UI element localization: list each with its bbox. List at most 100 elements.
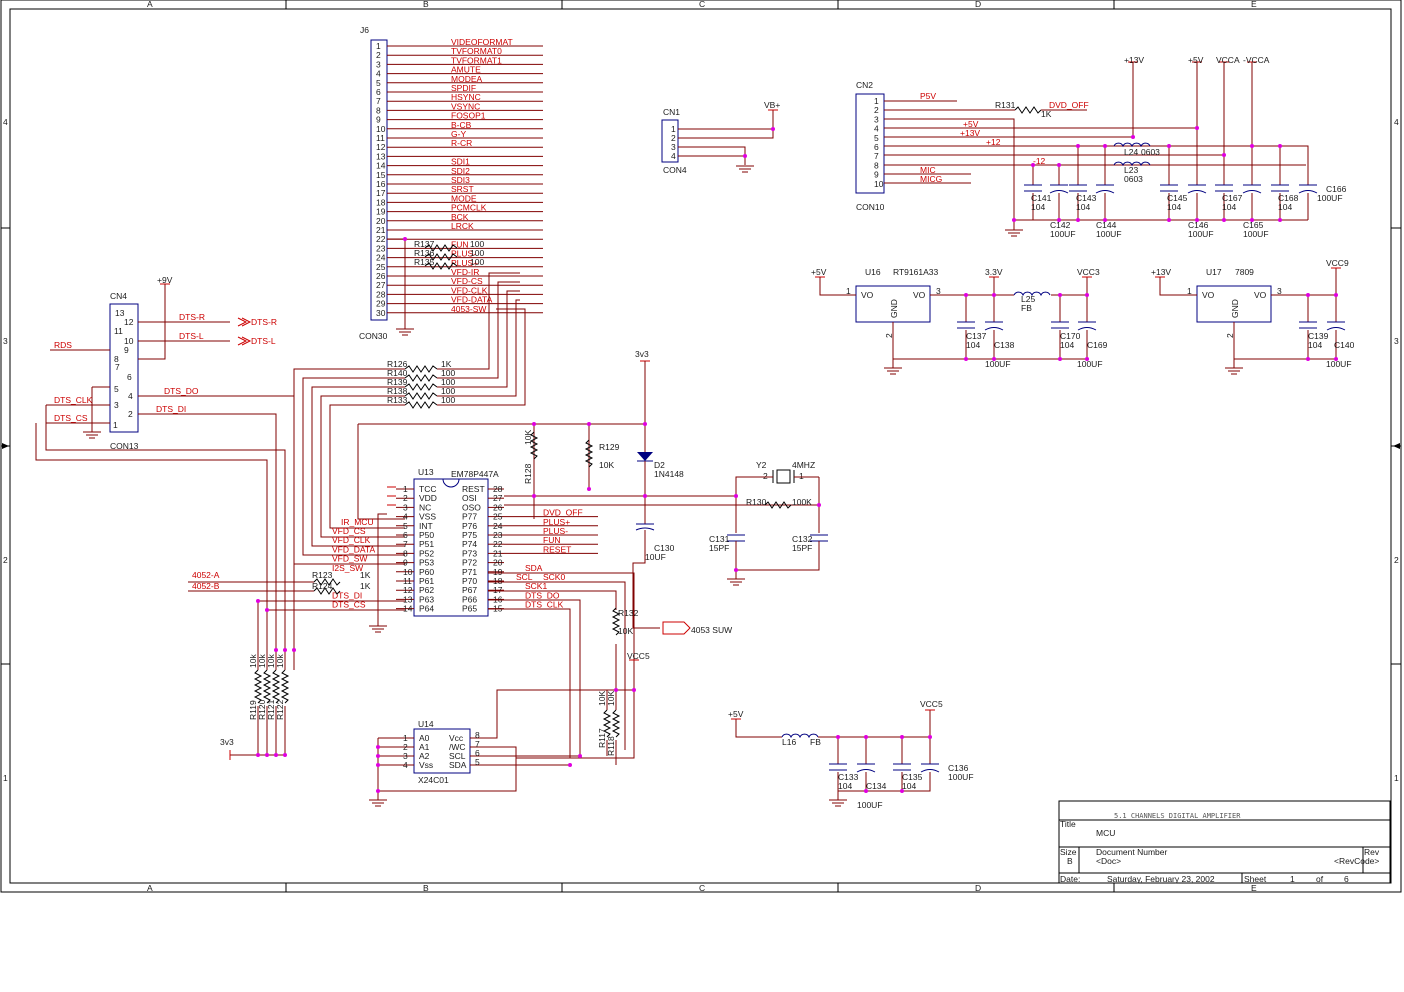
u13-left-net: VFD_DATA	[332, 544, 375, 554]
u14-right-pin-name: Vcc	[449, 733, 464, 743]
u13-right-net: RESET	[543, 544, 571, 554]
cn2-net-5v: +5V	[963, 119, 979, 129]
c134-value: 100UF	[857, 800, 883, 810]
cn4-pin-number: 7	[115, 362, 120, 372]
u13-right-net: SDA	[525, 563, 543, 573]
u17-pin-2: 2	[1225, 333, 1235, 338]
u13-left-pin-name: INT	[419, 521, 433, 531]
u13-left-pin-number: 7	[403, 539, 408, 549]
j6-net-label: VFD-IR	[451, 267, 479, 277]
r133-ref: R133	[387, 395, 408, 405]
c133-value: 104	[838, 781, 852, 791]
u14-left-pin-name: Vss	[419, 760, 433, 770]
cn4-pin-number: 12	[124, 317, 134, 327]
col-label-b-bottom: B	[423, 883, 429, 893]
cn2-cap-ref: C146	[1188, 220, 1209, 230]
cn2-cap-value: 104	[1222, 202, 1236, 212]
r128-value: 10K	[523, 430, 533, 445]
u17-vo-right: VO	[1254, 290, 1267, 300]
u14-left-pin-number: 1	[403, 733, 408, 743]
l16-value: FB	[810, 737, 821, 747]
row-label-3-left: 3	[3, 336, 8, 346]
r132-value: 10K	[618, 626, 633, 636]
u13-right-net: SCK1	[525, 581, 547, 591]
r138-ref: R138	[387, 386, 408, 396]
cn4-pin-number: 13	[115, 308, 125, 318]
u13-right-pin-name: REST	[462, 484, 485, 494]
r121-ref: R121	[266, 699, 276, 720]
r140-value: 100	[441, 368, 455, 378]
j6-pin-number: 22	[376, 234, 386, 244]
r122-ref: R122	[275, 699, 285, 720]
j6-net-label: TVFORMAT1	[451, 55, 502, 65]
u17-part: 7809	[1235, 267, 1254, 277]
u13-right-pin-name: P76	[462, 521, 477, 531]
u17-pin-1: 1	[1187, 286, 1192, 296]
u13-left-pin-number: 2	[403, 493, 408, 503]
r120-value: 10k	[257, 654, 267, 668]
c170-ref: C170	[1060, 331, 1081, 341]
j6-net-label: SDI3	[451, 175, 470, 185]
u13-left-pin-number: 1	[403, 484, 408, 494]
cn4-net-rds: RDS	[54, 340, 72, 350]
c140-value: 100UF	[1326, 359, 1352, 369]
u17-ref: U17	[1206, 267, 1222, 277]
rev-label: Rev	[1364, 847, 1380, 857]
u13-left-pin-name: P60	[419, 567, 434, 577]
j6-pin-number: 27	[376, 280, 386, 290]
cn2-pin-number: 4	[874, 124, 879, 134]
u17-pin-3: 3	[1277, 286, 1282, 296]
j6-pin-number: 29	[376, 299, 386, 309]
r126-ref: R126	[387, 359, 408, 369]
cn4-net-dts-di: DTS_DI	[156, 404, 186, 414]
u13-left-pin-number: 3	[403, 502, 408, 512]
cn2-pin-number: 10	[874, 179, 884, 189]
u14-part: X24C01	[418, 775, 449, 785]
c137-value: 104	[966, 340, 980, 350]
j6-net-label: PLUS-	[451, 249, 476, 259]
u14-right-pin-number: 8	[475, 730, 480, 740]
cn2-cap-ref: C143	[1076, 193, 1097, 203]
j6-pin-number: 6	[376, 87, 381, 97]
cn2-cap-ref: C165	[1243, 220, 1264, 230]
r128-ref: R128	[523, 463, 533, 484]
u13-left-net: 4052-B	[192, 581, 220, 591]
j6-pin-number: 23	[376, 243, 386, 253]
u17-vo-left: VO	[1202, 290, 1215, 300]
cn2-pin-number: 7	[874, 151, 879, 161]
cn2-pin-number: 5	[874, 133, 879, 143]
sheet-title: MCU	[1096, 828, 1115, 838]
cn4-pin-number: 3	[114, 400, 119, 410]
cn2-cap-ref: C168	[1278, 193, 1299, 203]
document-number: <Doc>	[1096, 856, 1121, 866]
cn2-net-13v: +13V	[960, 128, 980, 138]
cn4-pin-number: 4	[128, 391, 133, 401]
u13-right-pin-number: 20	[493, 558, 503, 568]
r135-ref: R135	[414, 257, 435, 267]
c130-ref: C130	[654, 543, 675, 553]
l24-ref: L24	[1124, 147, 1138, 157]
sheet-count: 6	[1344, 874, 1349, 884]
l25-value: FB	[1021, 303, 1032, 313]
u13-left-net: DTS_DI	[332, 590, 362, 600]
cn4-net-dts-r: DTS-R	[179, 312, 205, 322]
r129-ref: R129	[599, 442, 620, 452]
title-label: Title	[1060, 819, 1076, 829]
j6-pin-number: 26	[376, 271, 386, 281]
u13-left-pin-name: P62	[419, 585, 434, 595]
cn4-part: CON13	[110, 441, 139, 451]
c132-value: 15PF	[792, 543, 812, 553]
date-label: Date:	[1060, 874, 1080, 884]
l23-value: 0603	[1124, 174, 1143, 184]
j6-pin-number: 20	[376, 216, 386, 226]
cn2-pin-number: 1	[874, 96, 879, 106]
j6-net-label: FOSOP1	[451, 111, 486, 121]
cn4-pin-number: 10	[124, 336, 134, 346]
u13-left-pin-name: P52	[419, 548, 434, 558]
u13-right-pin-number: 19	[493, 567, 503, 577]
j6-pin-number: 11	[376, 133, 385, 143]
filter-output-rail: VCC5	[920, 699, 943, 709]
